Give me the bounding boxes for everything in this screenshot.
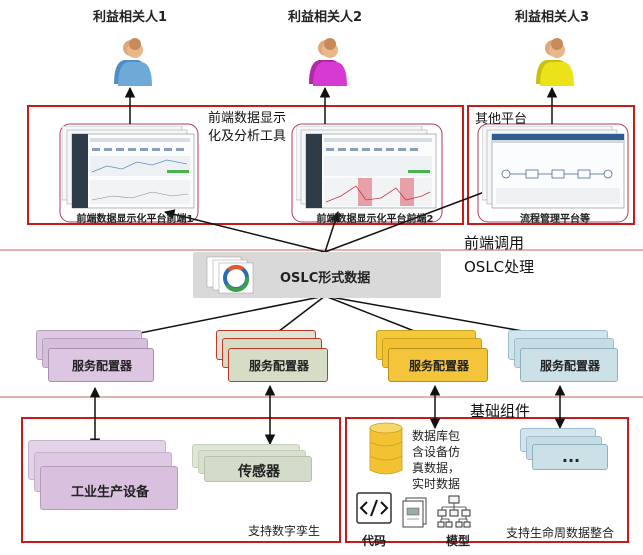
other-components-card: ...: [532, 444, 608, 470]
database-icon: [369, 422, 403, 475]
front-end-2-caption: 前端数据显示化平台前端2: [316, 214, 434, 225]
person-icon: [114, 38, 152, 86]
process-platform-caption: 流程管理平台等: [520, 214, 590, 225]
person-icon: [309, 38, 347, 86]
stakeholder-3-label: 利益相关人3: [514, 10, 590, 25]
lifecycle-label: 支持生命周数据整合: [506, 526, 615, 540]
sensor-label: 传感器: [238, 464, 280, 480]
service-configurator-3: 服务配置器: [388, 348, 488, 382]
digital-twin-label: 支持数字孪生: [248, 524, 321, 538]
digital-twin-frame: [21, 417, 341, 543]
stakeholder-2-label: 利益相关人2: [287, 10, 363, 25]
process-platform-screenshot: [482, 126, 625, 209]
industrial-equipment-label: 工业生产设备: [70, 485, 149, 500]
ellipsis-label: ...: [561, 447, 581, 466]
oslc-process-label: OSLC处理: [464, 258, 535, 276]
front-call-label: 前端调用: [464, 234, 525, 252]
dashboard-screenshot-1: [62, 126, 195, 209]
model-icon: [437, 495, 471, 528]
database-label: 数据库包 含设备仿 真数据， 实时数据: [412, 429, 461, 491]
service-configurator-4: 服务配置器: [520, 348, 618, 382]
code-icon: [356, 492, 392, 524]
process-platform-frame: [477, 123, 629, 223]
model-label: 模型: [446, 534, 471, 548]
service-configurator-2-label: 服务配置器: [248, 359, 309, 373]
industrial-equipment-card: 工业生产设备: [40, 466, 178, 510]
oslc-logo-icon: [206, 256, 254, 294]
other-platform-frame: [467, 105, 635, 225]
service-configurator-1: 服务配置器: [48, 348, 154, 382]
front-end-1-caption: 前端数据显示化平台前端1: [76, 214, 194, 225]
front-end-1-frame: [59, 123, 199, 223]
service-configurator-1-label: 服务配置器: [71, 359, 132, 373]
lifecycle-frame: [345, 417, 629, 543]
service-configurator-3-label: 服务配置器: [408, 359, 469, 373]
service-configurator-4-label: 服务配置器: [539, 359, 600, 373]
front-end-2-frame: [291, 123, 443, 223]
stakeholder-1-label: 利益相关人1: [92, 10, 168, 25]
sensor-card: 传感器: [204, 456, 312, 482]
dashboard-screenshot-2: [296, 126, 437, 209]
oslc-data-label: OSLC形式数据: [280, 271, 371, 286]
other-platform-label: 其他平台: [475, 112, 528, 127]
code-label: 代码: [362, 534, 387, 548]
service-configurator-2: 服务配置器: [228, 348, 328, 382]
document-icon: [402, 497, 427, 528]
front-end-frame: [27, 105, 464, 225]
base-components-label: 基础组件: [470, 402, 531, 420]
front-tools-label: 前端数据显示 化及分析工具: [208, 111, 287, 144]
person-icon: [536, 38, 574, 86]
